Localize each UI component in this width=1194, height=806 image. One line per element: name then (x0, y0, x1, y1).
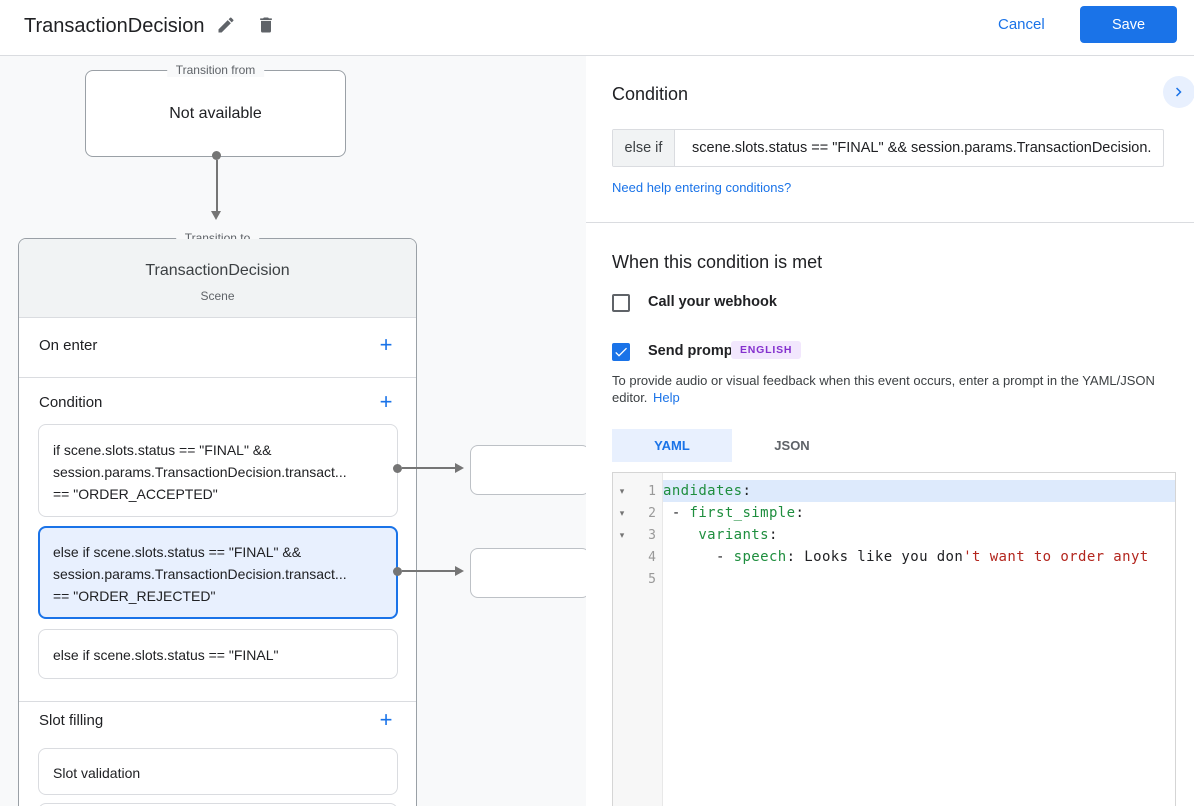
line-number: 3 (648, 527, 656, 543)
line-number: 2 (648, 505, 656, 521)
code-line[interactable]: - speech: Looks like you don't want to o… (663, 549, 1149, 565)
scene-name: TransactionDecision (145, 262, 290, 279)
call-webhook-label[interactable]: Call your webhook (648, 294, 777, 310)
editor-code-area[interactable]: andidates: - first_simple: variants: - s… (663, 473, 1175, 806)
when-condition-met-title: When this condition is met (612, 252, 823, 272)
send-prompts-label[interactable]: Send prompts (648, 343, 746, 359)
editor-gutter: ▾ 1 ▾ 2 ▾ 3 4 5 (613, 473, 663, 806)
slot-filling-label: Slot filling (39, 712, 104, 729)
condition-help-link[interactable]: Need help entering conditions? (612, 180, 792, 195)
language-badge: ENGLISH (731, 341, 802, 359)
code-line[interactable]: variants: (698, 527, 778, 543)
condition-detail-panel: Condition else if scene.slots.status == … (586, 56, 1194, 806)
gutter-row: ▾ 2 (613, 502, 662, 524)
tab-json[interactable]: JSON (774, 438, 810, 453)
send-prompts-checkbox[interactable] (612, 343, 630, 361)
fold-arrow-icon[interactable]: ▾ (619, 507, 625, 518)
condition-card-rejected-selected[interactable]: else if scene.slots.status == "FINAL" &&… (38, 526, 398, 619)
top-bar: TransactionDecision Cancel Save (0, 0, 1194, 56)
condition-card-accepted[interactable]: if scene.slots.status == "FINAL" && sess… (38, 424, 398, 517)
call-webhook-checkbox[interactable] (612, 294, 630, 312)
transition-from-box: Transition from Not available (85, 63, 346, 157)
checkmark-icon (615, 347, 627, 357)
condition-expression-input[interactable]: else if scene.slots.status == "FINAL" &&… (612, 129, 1164, 167)
line-number: 5 (648, 571, 656, 587)
scene-card-header: TransactionDecision Scene (19, 239, 416, 318)
gutter-row: 5 (613, 568, 662, 590)
condition-add-button[interactable]: + (379, 389, 393, 414)
scene-type: Scene (200, 289, 235, 303)
slot-validation-card[interactable]: Slot validation (38, 748, 398, 795)
page-title: TransactionDecision (24, 15, 205, 37)
connector-dot (212, 151, 221, 160)
section-divider (19, 377, 416, 378)
scene-card: Transition to TransactionDecision Scene … (18, 231, 417, 806)
gutter-row: 4 (613, 546, 662, 568)
prompt-description: To provide audio or visual feedback when… (612, 373, 1172, 406)
chevron-right-icon (1176, 87, 1182, 97)
fold-arrow-icon[interactable]: ▾ (619, 485, 625, 496)
cancel-button[interactable]: Cancel (998, 16, 1045, 33)
prompt-help-link[interactable]: Help (653, 389, 680, 405)
edit-pencil-icon[interactable] (216, 15, 236, 35)
section-divider (19, 701, 416, 702)
code-line[interactable] (663, 568, 1175, 590)
condition-section-label: Condition (39, 394, 103, 411)
condition-prefix-label: else if (613, 130, 675, 166)
collapse-panel-button[interactable] (1163, 76, 1194, 108)
transition-target-box[interactable] (470, 548, 590, 598)
fold-arrow-icon[interactable]: ▾ (619, 529, 625, 540)
code-line-active[interactable]: andidates: (663, 480, 1175, 502)
save-button[interactable]: Save (1080, 6, 1177, 43)
condition-card-final[interactable]: else if scene.slots.status == "FINAL" (38, 629, 398, 679)
transition-from-value: Not available (169, 105, 262, 122)
slot-filling-add-button[interactable]: + (379, 707, 393, 732)
code-line[interactable]: - first_simple: (663, 505, 805, 521)
connector-dot (393, 567, 402, 576)
connector-arrowhead-down (211, 211, 221, 220)
delete-trash-icon[interactable] (256, 15, 276, 35)
gutter-row: ▾ 1 (613, 480, 662, 502)
condition-expression-value[interactable]: scene.slots.status == "FINAL" && session… (692, 140, 1152, 156)
connector-line (402, 467, 455, 469)
connector-arrowhead-right (455, 463, 464, 473)
line-number: 1 (648, 483, 656, 499)
gutter-row: ▾ 3 (613, 524, 662, 546)
tab-yaml[interactable]: YAML (612, 429, 732, 462)
prompt-description-text: To provide audio or visual feedback when… (612, 373, 1155, 405)
yaml-code-editor[interactable]: ▾ 1 ▾ 2 ▾ 3 4 5 (612, 472, 1176, 806)
panel-title: Condition (612, 84, 689, 104)
panel-divider (586, 222, 1194, 223)
on-enter-label: On enter (39, 337, 98, 354)
line-number: 4 (648, 549, 656, 565)
on-enter-add-button[interactable]: + (379, 332, 393, 357)
transition-from-legend: Transition from (166, 63, 265, 77)
connector-dot (393, 464, 402, 473)
connector-arrowhead-right (455, 566, 464, 576)
connector-line (216, 160, 218, 211)
connector-line (402, 570, 455, 572)
transition-target-box[interactable] (470, 445, 590, 495)
